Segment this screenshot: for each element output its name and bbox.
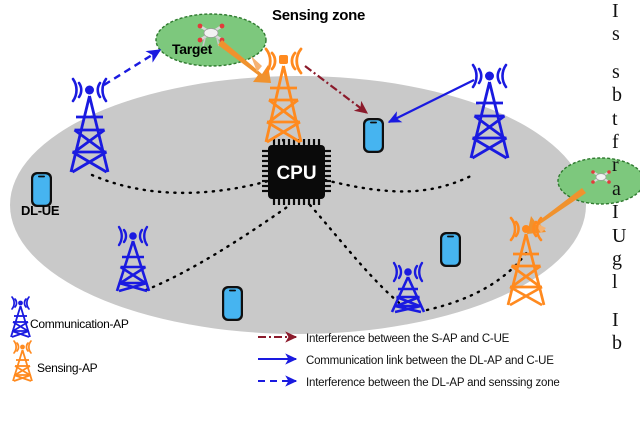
key-communication-ap-label: Communication-AP bbox=[30, 317, 129, 331]
target-label: Target bbox=[172, 41, 212, 57]
side-text-line: s bbox=[612, 23, 620, 46]
legend-label-interference-dl-ap: Interference between the DL-AP and senss… bbox=[306, 377, 560, 389]
side-text-line: b bbox=[612, 84, 622, 107]
sensing-beam-arrow-left bbox=[218, 40, 271, 83]
fronthaul-link-se bbox=[425, 250, 529, 312]
side-text-line: t bbox=[612, 107, 618, 130]
fronthaul-link-sw bbox=[144, 203, 292, 292]
sensing-zone-label: Sensing zone bbox=[272, 7, 366, 24]
fronthaul-link-s bbox=[308, 203, 410, 312]
sensing-ap-2 bbox=[506, 216, 546, 307]
key-sensing-ap-icon bbox=[12, 340, 33, 382]
interference-s-ap-to-c-ue bbox=[304, 65, 369, 114]
key-sensing-ap-label: Sensing-AP bbox=[37, 361, 98, 375]
side-text-line: g bbox=[612, 247, 622, 270]
ue-device-2 bbox=[363, 118, 384, 153]
ue-device-1 bbox=[31, 172, 52, 207]
cpu-block: CPU bbox=[262, 139, 331, 205]
fronthaul-link-ne bbox=[323, 173, 475, 193]
communication-ap-3 bbox=[115, 225, 151, 293]
ue-device-4 bbox=[222, 286, 243, 321]
ue-device-3 bbox=[440, 232, 461, 267]
sensing-ap-1 bbox=[264, 47, 303, 144]
side-text-line: U bbox=[612, 224, 627, 247]
dl-ue-label: DL-UE bbox=[21, 203, 60, 218]
side-text-line: I bbox=[612, 308, 619, 331]
cpu-label: CPU bbox=[276, 163, 316, 184]
communication-ap-1 bbox=[69, 77, 110, 174]
communication-link-dl-ap-to-c-ue bbox=[387, 79, 475, 123]
side-text-line: I bbox=[612, 0, 619, 22]
legend-label-communication-link: Communication link between the DL-AP and… bbox=[306, 355, 554, 367]
side-text-line: I bbox=[612, 201, 619, 224]
side-text-line: l bbox=[612, 271, 618, 294]
side-text-line: a bbox=[612, 177, 621, 200]
side-text-line: f bbox=[612, 130, 619, 153]
communication-ap-2 bbox=[469, 63, 510, 160]
fronthaul-link-nw bbox=[90, 173, 274, 195]
fronthaul-links bbox=[90, 138, 529, 312]
key-communication-ap-icon bbox=[10, 296, 31, 338]
side-text-line: r bbox=[612, 154, 619, 177]
target-drone-icon-right bbox=[591, 170, 611, 184]
legend-label-interference-s-ap: Interference between the S-AP and C-UE bbox=[306, 333, 510, 345]
side-text-line: b bbox=[612, 332, 622, 355]
interference-dl-ap-to-sensing-zone bbox=[103, 48, 162, 87]
communication-ap-4 bbox=[390, 261, 426, 314]
side-text-line: s bbox=[612, 60, 620, 83]
side-text-gap bbox=[612, 47, 640, 61]
side-text-column: I s s b t f r a I U g l I b bbox=[612, 0, 640, 422]
sensing-zone-left bbox=[155, 13, 267, 67]
side-text-gap bbox=[612, 295, 640, 309]
